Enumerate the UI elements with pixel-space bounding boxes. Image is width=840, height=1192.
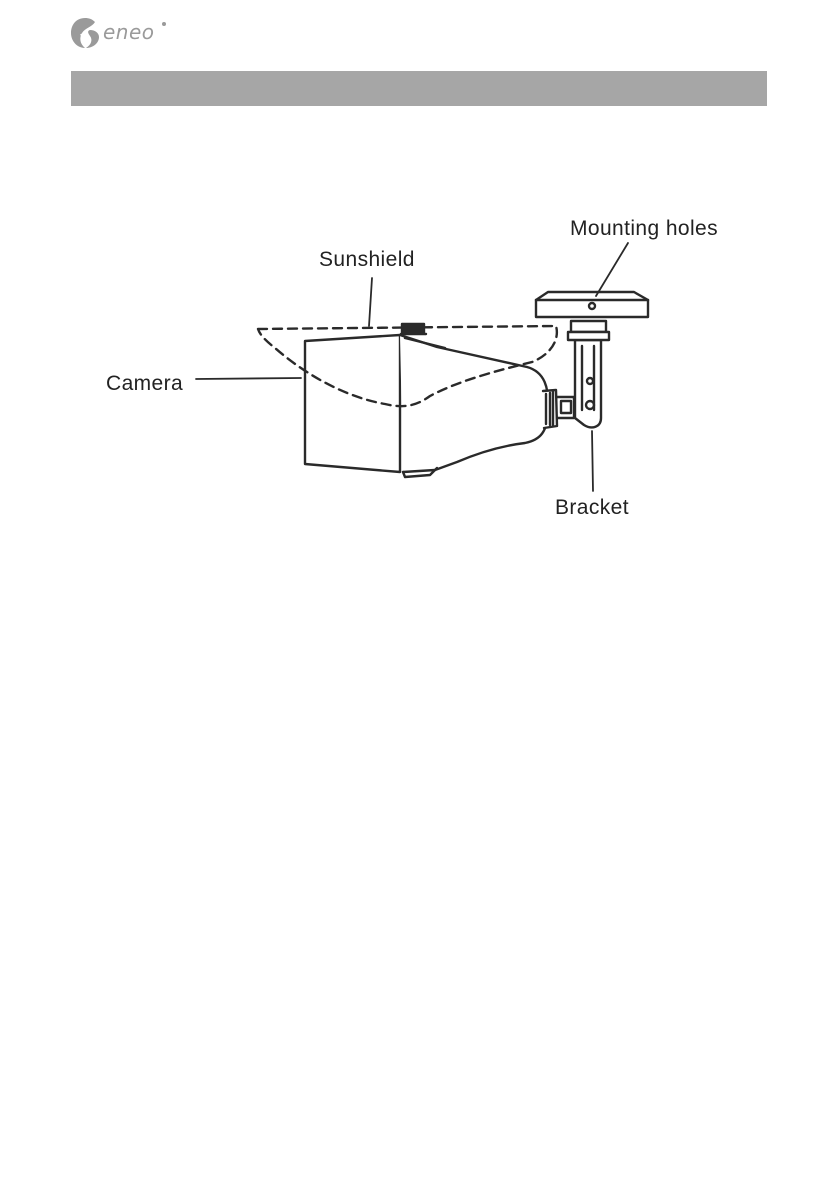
camera-housing — [400, 335, 548, 472]
camera-diagram: Mounting holes Sunshield Camera Bracket — [0, 200, 840, 530]
eneo-logo-icon — [68, 16, 102, 50]
label-camera: Camera — [106, 372, 183, 396]
label-sunshield: Sunshield — [319, 248, 415, 272]
leader-mounting-holes — [596, 243, 628, 296]
leader-bracket — [592, 431, 593, 491]
label-bracket: Bracket — [555, 496, 629, 520]
leader-camera — [196, 378, 301, 379]
camera-drawing — [0, 200, 840, 530]
bracket-neck — [571, 321, 606, 332]
eneo-logo: eneo — [68, 14, 178, 54]
leader-sunshield — [369, 278, 372, 326]
logo-dot — [162, 22, 166, 26]
label-mounting-holes: Mounting holes — [570, 217, 718, 241]
logo-wordmark: eneo — [103, 20, 155, 44]
section-header-bar — [71, 71, 767, 106]
